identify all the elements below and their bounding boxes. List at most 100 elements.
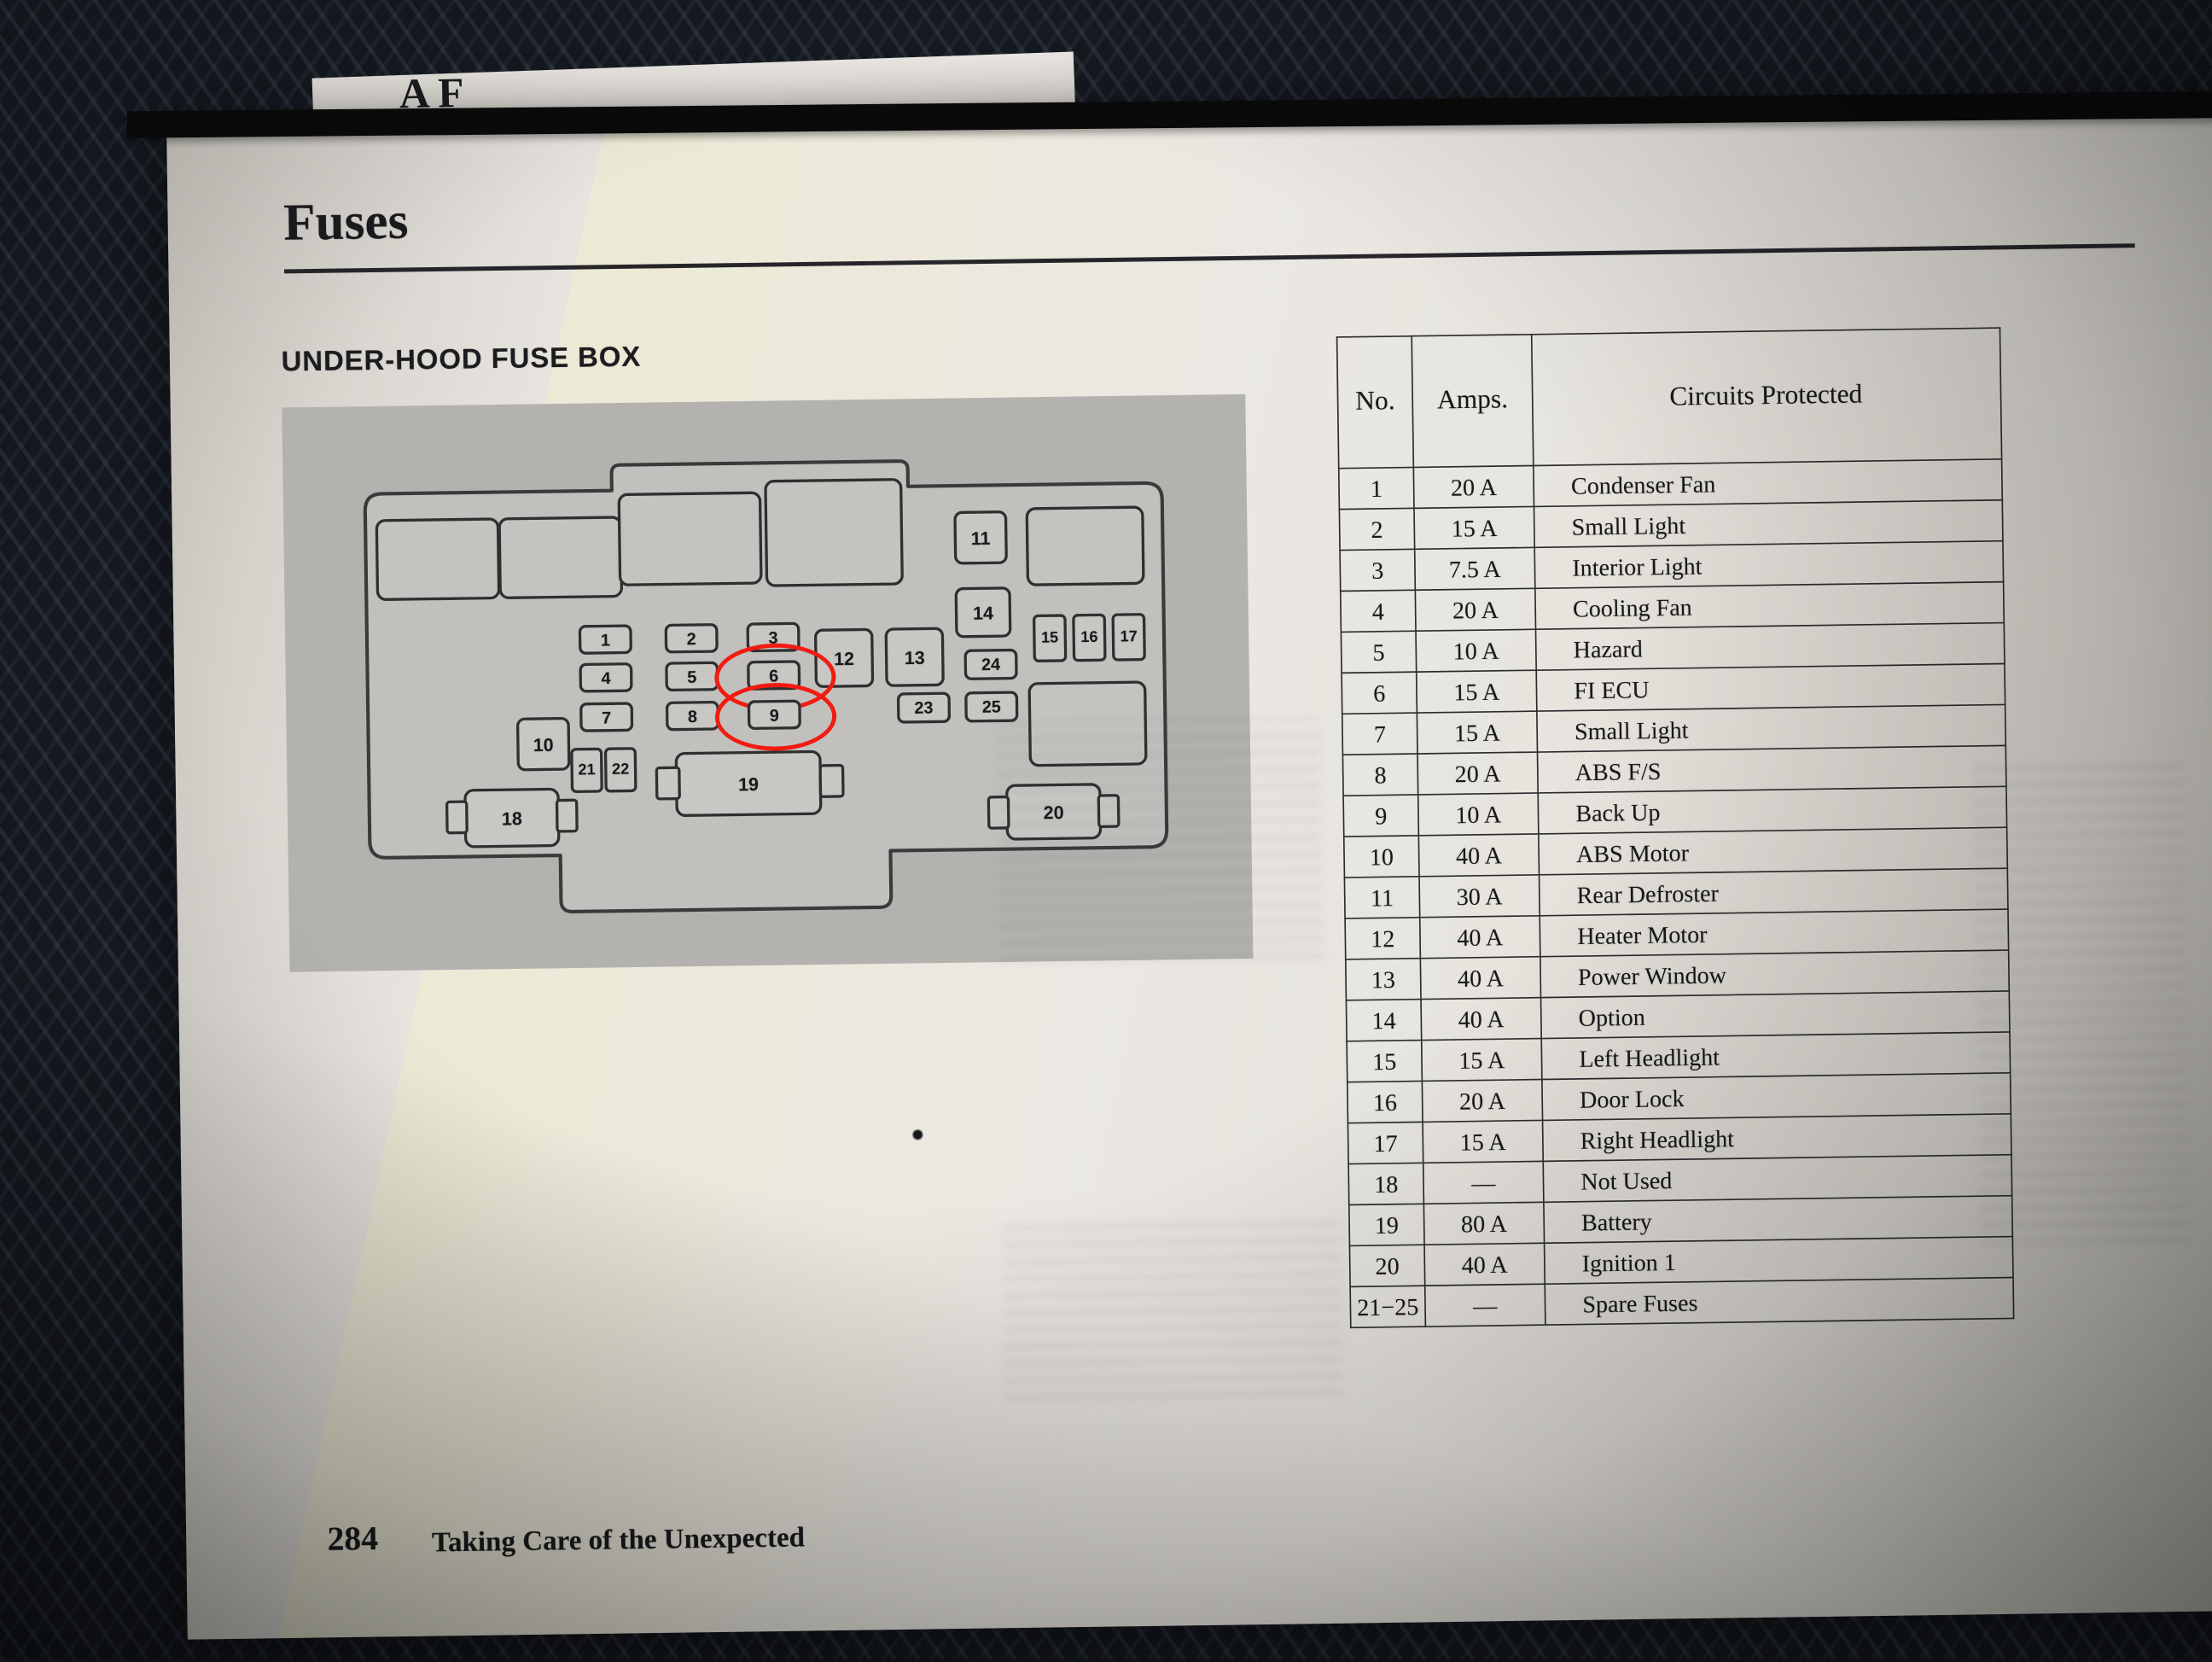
fuse-no-cell: 13 [1345, 958, 1422, 1000]
connector-tab [818, 763, 845, 798]
fuse-amps-cell: 20 A [1417, 752, 1539, 795]
section-heading: UNDER-HOOD FUSE BOX [281, 341, 642, 378]
fuse-circuit-cell: Interior Light [1534, 540, 2004, 589]
fuse-no-cell: 12 [1345, 917, 1421, 959]
header-circuits: Circuits Protected [1531, 328, 2002, 466]
fuse-amps-cell: 40 A [1421, 997, 1542, 1041]
connector-tab [655, 766, 681, 801]
fuse-amps-cell: 80 A [1423, 1202, 1545, 1245]
fuse-no-cell: 5 [1341, 631, 1417, 674]
fuse-circuit-cell: Ignition 1 [1544, 1236, 2013, 1285]
fuse-circuit-cell: ABS F/S [1537, 745, 2006, 793]
fuse-no-cell: 20 [1349, 1245, 1425, 1287]
fuse-25: 25 [964, 691, 1019, 723]
fuse-amps-cell: 7.5 A [1414, 547, 1535, 591]
fuse-circuit-cell: FI ECU [1536, 663, 2005, 712]
fuse-circuit-cell: Option [1540, 990, 2010, 1039]
fuse-circuit-cell: Right Headlight [1542, 1113, 2011, 1162]
fuse-15: 15 [1032, 614, 1068, 663]
ink-speck [912, 1129, 923, 1140]
fuse-no-cell: 3 [1340, 549, 1416, 592]
fuse-amps-cell: 40 A [1418, 833, 1540, 877]
fuse-no-cell: 2 [1339, 508, 1415, 551]
fuse-10: 10 [515, 716, 571, 772]
fuse-circuit-cell: Back Up [1538, 786, 2007, 834]
fuse-13: 13 [884, 627, 945, 687]
fuse-circuit-cell: Small Light [1534, 499, 2003, 548]
relay-box [764, 477, 904, 587]
fuse-no-cell: 4 [1340, 590, 1417, 633]
fuse-no-cell: 17 [1348, 1122, 1423, 1164]
fuse-amps-cell: 40 A [1424, 1243, 1545, 1286]
page-number: 284 [327, 1521, 379, 1559]
fuse-amps-cell: 10 A [1416, 629, 1537, 673]
fuse-amps-cell: 15 A [1414, 506, 1535, 550]
fuse-amps-cell: 15 A [1421, 1038, 1542, 1082]
connector-tab [555, 798, 579, 833]
fuse-1: 1 [578, 624, 633, 655]
fuse-no-cell: 7 [1342, 713, 1418, 755]
fuse-circuit-cell: Small Light [1536, 704, 2006, 753]
fuse-table-row: 21−25—Spare Fuses [1350, 1277, 2014, 1328]
print-bleed-through [996, 717, 1324, 963]
fuse-no-cell: 14 [1346, 999, 1422, 1041]
header-amps: Amps. [1412, 334, 1534, 468]
fuse-circuit-cell: Rear Defroster [1539, 868, 2008, 916]
fuse-amps-cell: 40 A [1420, 956, 1541, 1000]
fuse-no-cell: 16 [1347, 1081, 1423, 1123]
fuse-11: 11 [953, 510, 1008, 565]
header-no: No. [1336, 335, 1414, 469]
fuse-amps-cell: 30 A [1419, 874, 1540, 918]
fuse-no-cell: 19 [1348, 1204, 1425, 1246]
relay-box [1025, 505, 1145, 586]
fuse-circuit-cell: Cooling Fan [1534, 581, 2005, 630]
fuse-amps-cell: — [1424, 1284, 1545, 1327]
footer-text: Taking Care of the Unexpected [431, 1522, 806, 1559]
fuse-circuit-cell: Condenser Fan [1533, 458, 2003, 507]
fuse-circuit-cell: Door Lock [1541, 1072, 2011, 1121]
fuse-circuit-cell: Hazard [1535, 622, 2005, 671]
fuse-amps-cell: 20 A [1422, 1079, 1543, 1123]
fuse-17: 17 [1111, 612, 1146, 662]
fuse-amps-cell: 15 A [1417, 711, 1538, 755]
page-title: Fuses [282, 192, 409, 253]
fuse-no-cell: 6 [1342, 672, 1417, 714]
fuse-no-cell: 8 [1342, 754, 1418, 796]
fuse-no-cell: 18 [1348, 1163, 1424, 1205]
fuse-amps-cell: 10 A [1417, 792, 1539, 836]
print-bleed-through [1972, 761, 2192, 1245]
fuse-22: 22 [603, 747, 637, 793]
fuse-no-cell: 1 [1338, 467, 1415, 510]
fuse-amps-cell: 40 A [1419, 915, 1540, 959]
fuse-4: 4 [579, 662, 633, 693]
relay-box [375, 517, 501, 602]
title-rule [283, 243, 2135, 274]
fuse-21: 21 [570, 747, 603, 794]
fuse-5: 5 [665, 661, 719, 692]
fuse-7: 7 [579, 702, 634, 732]
fuse-circuit-cell: Power Window [1540, 950, 2010, 998]
fuse-24: 24 [963, 648, 1018, 681]
fuse-19: 19 [674, 749, 823, 818]
fuse-table-header-row: No. Amps. Circuits Protected [1336, 328, 2002, 469]
fuse-18: 18 [463, 787, 561, 848]
fuse-no-cell: 11 [1344, 876, 1420, 918]
fuse-circuit-cell: Spare Fuses [1545, 1277, 2014, 1326]
fuse-amps-cell: 20 A [1413, 465, 1534, 509]
fuse-amps-cell: 15 A [1416, 670, 1537, 714]
fuse-no-cell: 15 [1347, 1040, 1423, 1082]
relay-box [498, 516, 624, 600]
fuse-14: 14 [954, 586, 1012, 639]
fuse-no-cell: 21−25 [1350, 1286, 1426, 1328]
relay-box [617, 491, 763, 586]
fuse-amps-cell: — [1423, 1161, 1544, 1204]
fuse-amps-cell: 20 A [1415, 588, 1536, 632]
fuse-16: 16 [1072, 613, 1107, 662]
print-bleed-through [1003, 1211, 1344, 1400]
fuse-no-cell: 9 [1343, 794, 1419, 837]
